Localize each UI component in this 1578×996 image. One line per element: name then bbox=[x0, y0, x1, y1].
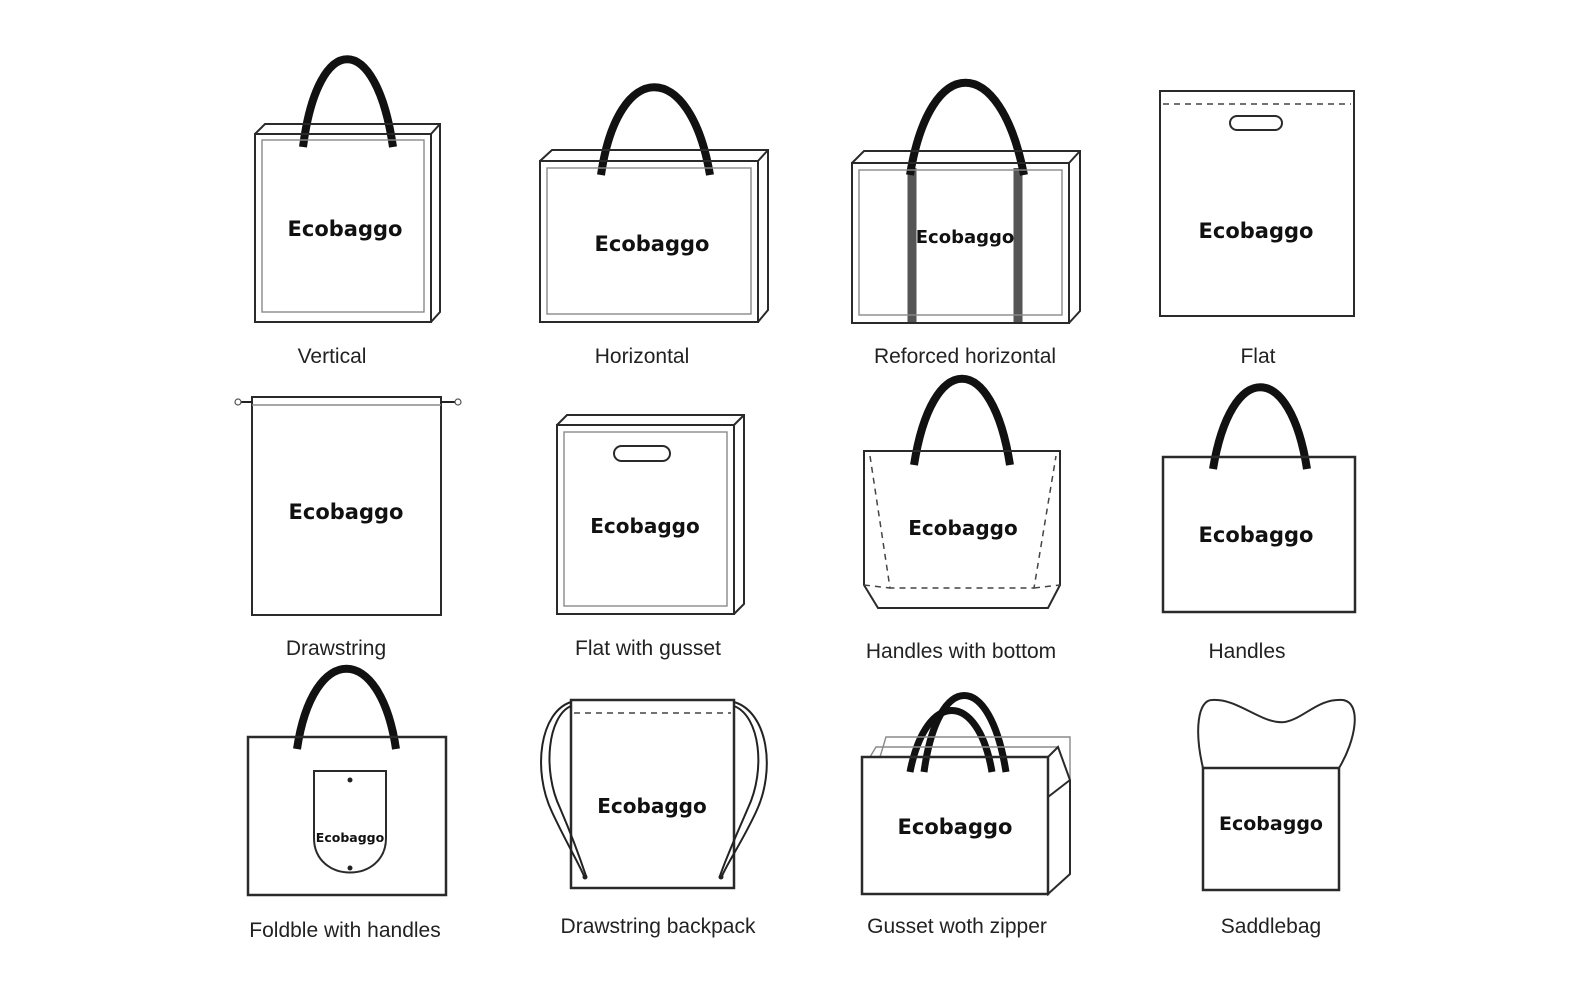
snap-button bbox=[347, 865, 353, 871]
bag-horizontal: Ecobaggo Horizontal bbox=[539, 83, 769, 368]
bag-front bbox=[851, 162, 1070, 324]
bag-drawstring: Ecobaggo Drawstring bbox=[234, 396, 462, 660]
bag-logo: Ecobaggo bbox=[597, 794, 706, 818]
bag-caption: Flat with gusset bbox=[575, 637, 721, 660]
bag-logo: Ecobaggo bbox=[595, 232, 710, 256]
bag-logo: Ecobaggo bbox=[289, 500, 404, 524]
bag-handle bbox=[906, 78, 1028, 176]
die-cut-handle bbox=[613, 445, 671, 462]
bag-drawstring-backpack: Ecobaggo Drawstring backpack bbox=[540, 698, 768, 938]
bag-front bbox=[1159, 90, 1355, 317]
saddle-flap bbox=[1197, 698, 1356, 769]
bag-logo: Ecobaggo bbox=[908, 516, 1017, 540]
bag-handles-with-bottom: Ecobaggo Handles with bottom bbox=[863, 374, 1061, 663]
bag-front bbox=[254, 133, 432, 323]
bag-front bbox=[569, 698, 736, 890]
fold-pouch bbox=[313, 770, 387, 874]
bag-flat: Ecobaggo Flat bbox=[1159, 90, 1355, 368]
bag-caption: Horizontal bbox=[595, 345, 690, 368]
bag-caption: Handles bbox=[1208, 640, 1285, 663]
gusset-fold bbox=[869, 455, 1057, 589]
bag-logo: Ecobaggo bbox=[316, 830, 385, 845]
bag-front bbox=[556, 424, 735, 615]
bag-front bbox=[539, 160, 759, 323]
bag-caption: Handles with bottom bbox=[866, 640, 1056, 663]
die-cut-handle bbox=[1229, 115, 1283, 131]
bag-front bbox=[1161, 455, 1357, 614]
bag-caption: Foldble with handles bbox=[249, 919, 440, 942]
bag-handle bbox=[293, 665, 400, 750]
backpack-cord bbox=[540, 701, 585, 877]
bag-front bbox=[251, 396, 442, 616]
bag-front bbox=[246, 735, 448, 897]
bag-logo: Ecobaggo bbox=[1219, 813, 1323, 835]
bag-handle bbox=[920, 692, 1010, 773]
bag-caption: Flat bbox=[1240, 345, 1275, 368]
bag-handle bbox=[1209, 383, 1311, 470]
bag-vertical: Ecobaggo Vertical bbox=[254, 55, 441, 368]
bag-reforced-horizontal: Ecobaggo Reforced horizontal bbox=[851, 78, 1081, 368]
bag-flat-with-gusset: Ecobaggo Flat with gusset bbox=[556, 414, 745, 660]
bag-caption: Drawstring backpack bbox=[561, 915, 756, 938]
bag-logo: Ecobaggo bbox=[1199, 523, 1314, 547]
bag-handles: Ecobaggo Handles bbox=[1161, 383, 1357, 663]
bag-handle bbox=[299, 55, 397, 148]
snap-button bbox=[347, 777, 353, 783]
bag-logo: Ecobaggo bbox=[916, 227, 1015, 248]
bag-caption: Gusset woth zipper bbox=[867, 915, 1047, 938]
bag-front bbox=[1201, 766, 1341, 892]
bag-caption: Saddlebag bbox=[1221, 915, 1321, 938]
bag-caption: Vertical bbox=[298, 345, 367, 368]
bag-logo: Ecobaggo bbox=[898, 815, 1013, 839]
bag-caption: Drawstring bbox=[286, 637, 386, 660]
zipper-layer bbox=[879, 736, 1071, 780]
bag-handle bbox=[910, 374, 1014, 466]
bag-caption: Reforced horizontal bbox=[874, 345, 1056, 368]
bag-saddlebag: Ecobaggo Saddlebag bbox=[1197, 698, 1356, 938]
bag-handle bbox=[597, 83, 714, 176]
backpack-cord bbox=[721, 701, 768, 877]
bag-foldble-with-handles: Ecobaggo Foldble with handles bbox=[246, 665, 448, 942]
bag-logo: Ecobaggo bbox=[1199, 219, 1314, 243]
bag-logo: Ecobaggo bbox=[590, 514, 699, 538]
bag-gusset-woth-zipper: Ecobaggo Gusset woth zipper bbox=[860, 692, 1071, 938]
bag-side bbox=[1047, 745, 1071, 897]
bag-logo: Ecobaggo bbox=[288, 217, 403, 241]
